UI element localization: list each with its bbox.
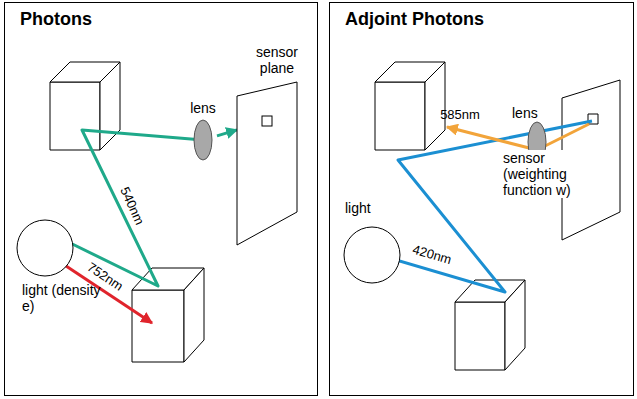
light-circle [17,220,73,276]
panel-title: Adjoint Photons [345,9,484,30]
wavelength-label: 585nm [440,108,480,122]
adjoint-ray [447,124,589,150]
panel-title: Photons [20,9,92,30]
node-label: sensor (weighting function w) [503,150,581,198]
lens-shape [194,120,212,160]
panel: Photons sensor plane lens light (density e) [4,2,318,396]
node-label: lens [190,100,216,116]
sensor-plane-outline [237,82,297,245]
cube [455,280,525,370]
sensor-pixel [262,116,272,126]
node-label: lens [512,105,538,121]
node-label: light [345,200,371,216]
cube [375,62,445,150]
sensor-plane: sensor plane [237,44,307,247]
light-ray-arrow [217,130,237,136]
light-source: light [340,200,410,286]
sensor: sensor (weighting function w) [503,150,582,200]
node-label: sensor plane [249,44,305,76]
wavelength-label: 540nm [117,185,146,227]
lens: lens [190,100,217,162]
light-circle [344,227,400,283]
cube [132,268,204,362]
photon-ray [58,130,203,286]
node-label: light (density e) [22,282,104,314]
panel: Adjoint Photons lens sensor (weighting fun… [329,2,634,396]
wavelength-label: 420nm [411,243,453,267]
